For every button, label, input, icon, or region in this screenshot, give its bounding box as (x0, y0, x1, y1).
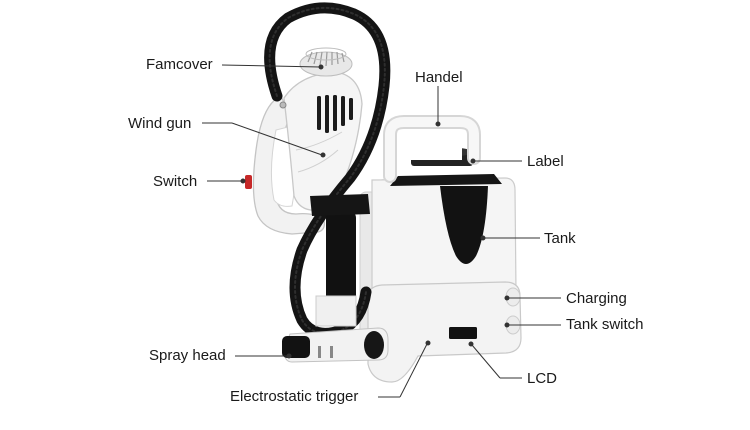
wind-gun (245, 47, 363, 235)
label-switch: Switch (153, 173, 198, 190)
label-lcd: LCD (527, 370, 558, 387)
spray-head (282, 327, 389, 363)
label-tank: Tank (544, 230, 576, 247)
spray-column (310, 194, 370, 327)
label-wind-gun: Wind gun (128, 115, 192, 132)
label-tank-switch: Tank switch (566, 316, 644, 333)
label-handel: Handel (415, 69, 463, 86)
callout-lines (202, 64, 561, 398)
label-famcover: Famcover (146, 56, 213, 73)
label-electrostatic-trigger: Electrostatic trigger (230, 388, 359, 405)
label-spray-head: Spray head (149, 347, 226, 364)
label-label: Label (527, 153, 564, 170)
tank-body (359, 115, 522, 383)
label-charging: Charging (566, 290, 627, 307)
